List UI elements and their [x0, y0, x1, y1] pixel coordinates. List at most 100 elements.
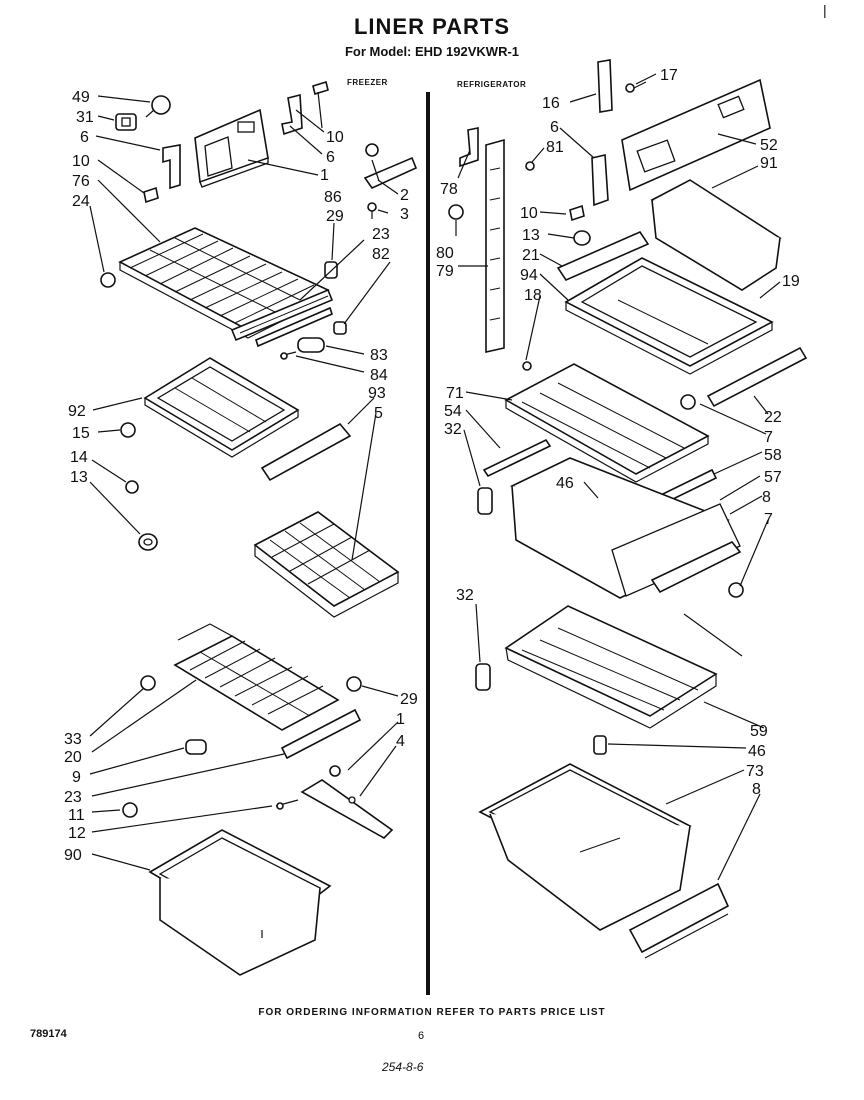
callout-93: 93: [368, 385, 386, 402]
lower-shelf-support-part: [346, 676, 362, 692]
shelf-ladder-track-part: [485, 138, 505, 353]
bushing-part: [125, 480, 139, 494]
callout-10b: 10: [326, 129, 344, 146]
bracket-screw-top-part: [625, 81, 647, 93]
callout-54: 54: [444, 403, 462, 420]
crisper-bracket-lower-part: [475, 663, 491, 691]
callout-21: 21: [522, 247, 540, 264]
glass-shelf-front-trim-part: [706, 346, 808, 408]
callout-49: 49: [72, 89, 90, 106]
callout-29b: 29: [400, 691, 418, 708]
callout-32b: 32: [456, 587, 474, 604]
callout-14: 14: [70, 449, 88, 466]
callout-23b: 23: [64, 789, 82, 806]
glass-shelf-part: [564, 257, 774, 375]
callout-18: 18: [524, 287, 542, 304]
ice-maker-cap-part: [138, 533, 158, 551]
freezer-wire-shelf-top: [118, 227, 330, 339]
callout-4: 4: [396, 733, 405, 750]
crisper-bracket-part: [477, 487, 493, 515]
roller-part: [297, 337, 325, 353]
crisper-slide-part: [482, 438, 552, 478]
dairy-bin-part: [650, 179, 782, 291]
callout-76: 76: [72, 173, 90, 190]
document-number: 789174: [30, 1028, 67, 1040]
callout-labels: 49 31 6 10 76 24 10 6 1 86 2 3 29 23 82 …: [64, 67, 800, 864]
shelf-bracket-part: [363, 156, 418, 190]
ice-cube-tray-part: [253, 511, 400, 618]
callout-11: 11: [68, 807, 85, 824]
callout-73: 73: [746, 763, 764, 780]
freezer-clip-part: [143, 186, 159, 204]
callout-22: 22: [764, 409, 782, 426]
callout-31: 31: [76, 109, 94, 126]
lower-shelf-stud-part: [140, 675, 156, 691]
callout-10c: 10: [520, 205, 538, 222]
refrigerator-cap-part: [573, 230, 591, 246]
callout-52: 52: [760, 137, 778, 154]
refrigerator-bracket-part: [591, 154, 609, 207]
callout-12: 12: [68, 825, 86, 842]
shelf-stud-part: [333, 321, 347, 335]
refrigerator-top-bracket-part: [597, 59, 613, 113]
callout-91: 91: [760, 155, 778, 172]
callout-7b: 7: [764, 511, 773, 528]
callout-24: 24: [72, 193, 90, 210]
callout-1: 1: [320, 167, 329, 184]
ladder-bracket-part: [459, 127, 479, 168]
callout-92: 92: [68, 403, 86, 420]
callout-94: 94: [520, 267, 538, 284]
callout-19: 19: [782, 273, 800, 290]
callout-83: 83: [370, 347, 388, 364]
crisper-cover-part: [504, 363, 710, 483]
page-number: 6: [418, 1030, 425, 1042]
roller-lower-part: [185, 739, 207, 755]
callout-81: 81: [546, 139, 564, 156]
control-housing-part: [194, 108, 269, 188]
freezer-bracket-part: [162, 144, 181, 190]
callout-6: 6: [80, 129, 89, 146]
callout-9: 9: [72, 769, 81, 786]
diagram-title: LINER PARTS: [353, 14, 511, 39]
light-socket-part: [115, 113, 137, 131]
callout-86: 86: [324, 189, 342, 206]
roller-screw-part: [279, 351, 297, 360]
callout-46b: 46: [748, 743, 766, 760]
lower-drawer-trim-part: [628, 882, 730, 959]
callout-23: 23: [372, 226, 390, 243]
callout-46: 46: [556, 475, 574, 492]
callout-7: 7: [764, 429, 773, 446]
ordering-note: FOR ORDERING INFORMATION REFER TO PARTS …: [258, 1007, 606, 1018]
handwritten-code: 254-8-6: [382, 1060, 424, 1074]
callout-32: 32: [444, 421, 462, 438]
drawer-stop-part: [728, 582, 744, 598]
callout-57: 57: [764, 469, 782, 486]
refrigerator-control-housing-part: [621, 78, 771, 192]
screw-part: [367, 202, 377, 219]
freezer-bin-stop-part: [122, 802, 138, 818]
callout-13b: 13: [522, 227, 540, 244]
glass-shelf-trim-part: [556, 230, 650, 282]
lower-crisper-cover-part: [504, 605, 743, 729]
bracket-stud-part: [329, 765, 341, 777]
bracket-screw-part: [275, 799, 299, 810]
callout-20: 20: [64, 749, 82, 766]
callout-15: 15: [72, 425, 90, 442]
shelf-support-part: [100, 272, 116, 288]
callout-71: 71: [446, 385, 464, 402]
lower-crisper-clip-part: [593, 735, 607, 755]
callout-90: 90: [64, 847, 82, 864]
crisper-drawer-part: [509, 457, 742, 599]
callout-17: 17: [660, 67, 678, 84]
callout-33: 33: [64, 731, 82, 748]
bin-support-bracket-part: [300, 779, 394, 839]
shelf-support-7-part: [680, 394, 696, 410]
callout-29: 29: [326, 208, 344, 225]
screw-81-part: [525, 161, 535, 171]
freezer-upper-clip-part: [312, 80, 329, 96]
callout-2: 2: [400, 187, 409, 204]
tray-stud-part: [120, 422, 136, 438]
freezer-wire-shelf-lower: [173, 623, 340, 731]
callout-16: 16: [542, 95, 560, 112]
